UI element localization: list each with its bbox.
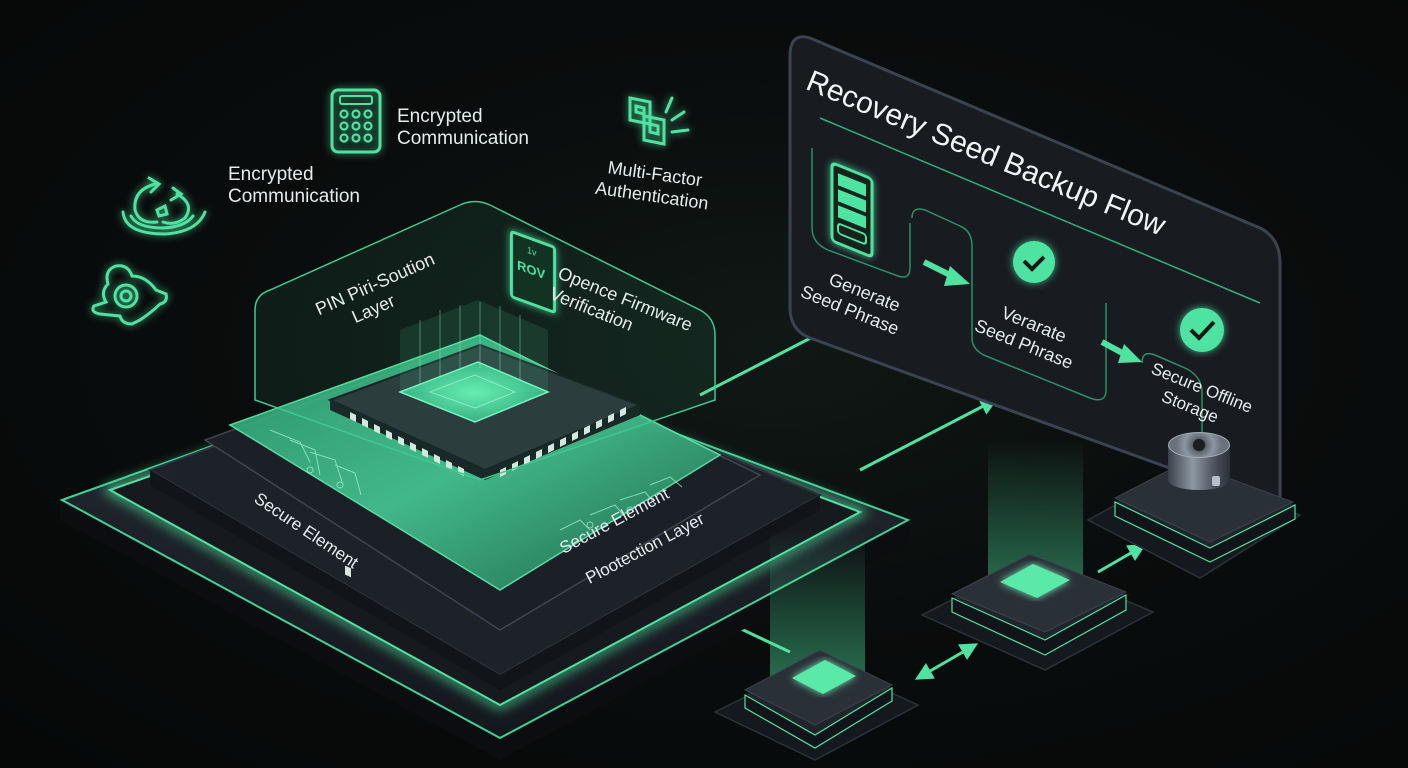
- keypad-feature-label: Encrypted Communication: [397, 106, 529, 150]
- keypad-icon: [330, 88, 382, 154]
- recovery-flow-panel: Recovery Seed Backup Flow Generate Seed …: [788, 35, 1282, 511]
- arrow-node1-node2: [914, 643, 979, 680]
- keypad-feature-line2: Communication: [397, 128, 529, 149]
- arrow-chip-to-generate: [699, 326, 834, 397]
- rotating-arrows-icon: [121, 176, 207, 236]
- check-circle-icon: [1013, 241, 1055, 283]
- arrow-node2-to-storage: [1097, 544, 1147, 574]
- rotating-feature-line2: Communication: [228, 186, 360, 207]
- storage-cylinder-icon: [1168, 432, 1230, 498]
- step-arrow-1: [922, 259, 970, 286]
- device-node-1: [713, 530, 920, 761]
- step-arrow-2: [1100, 339, 1142, 363]
- check-circle-icon: [1180, 308, 1224, 352]
- chip-pins: [350, 407, 626, 477]
- device-node-3: [1086, 461, 1302, 579]
- rotating-feature-label: Encrypted Communication: [228, 164, 360, 208]
- device-node-2: [920, 440, 1155, 671]
- multi-device-auth-icon: [628, 96, 690, 146]
- keypad-feature-line1: Encrypted: [397, 106, 483, 127]
- arrow-chip-to-verify: [859, 398, 999, 472]
- hardware-key-icon: [91, 264, 168, 326]
- seed-list-icon: [830, 162, 874, 258]
- rotating-feature-line1: Encrypted: [228, 164, 314, 185]
